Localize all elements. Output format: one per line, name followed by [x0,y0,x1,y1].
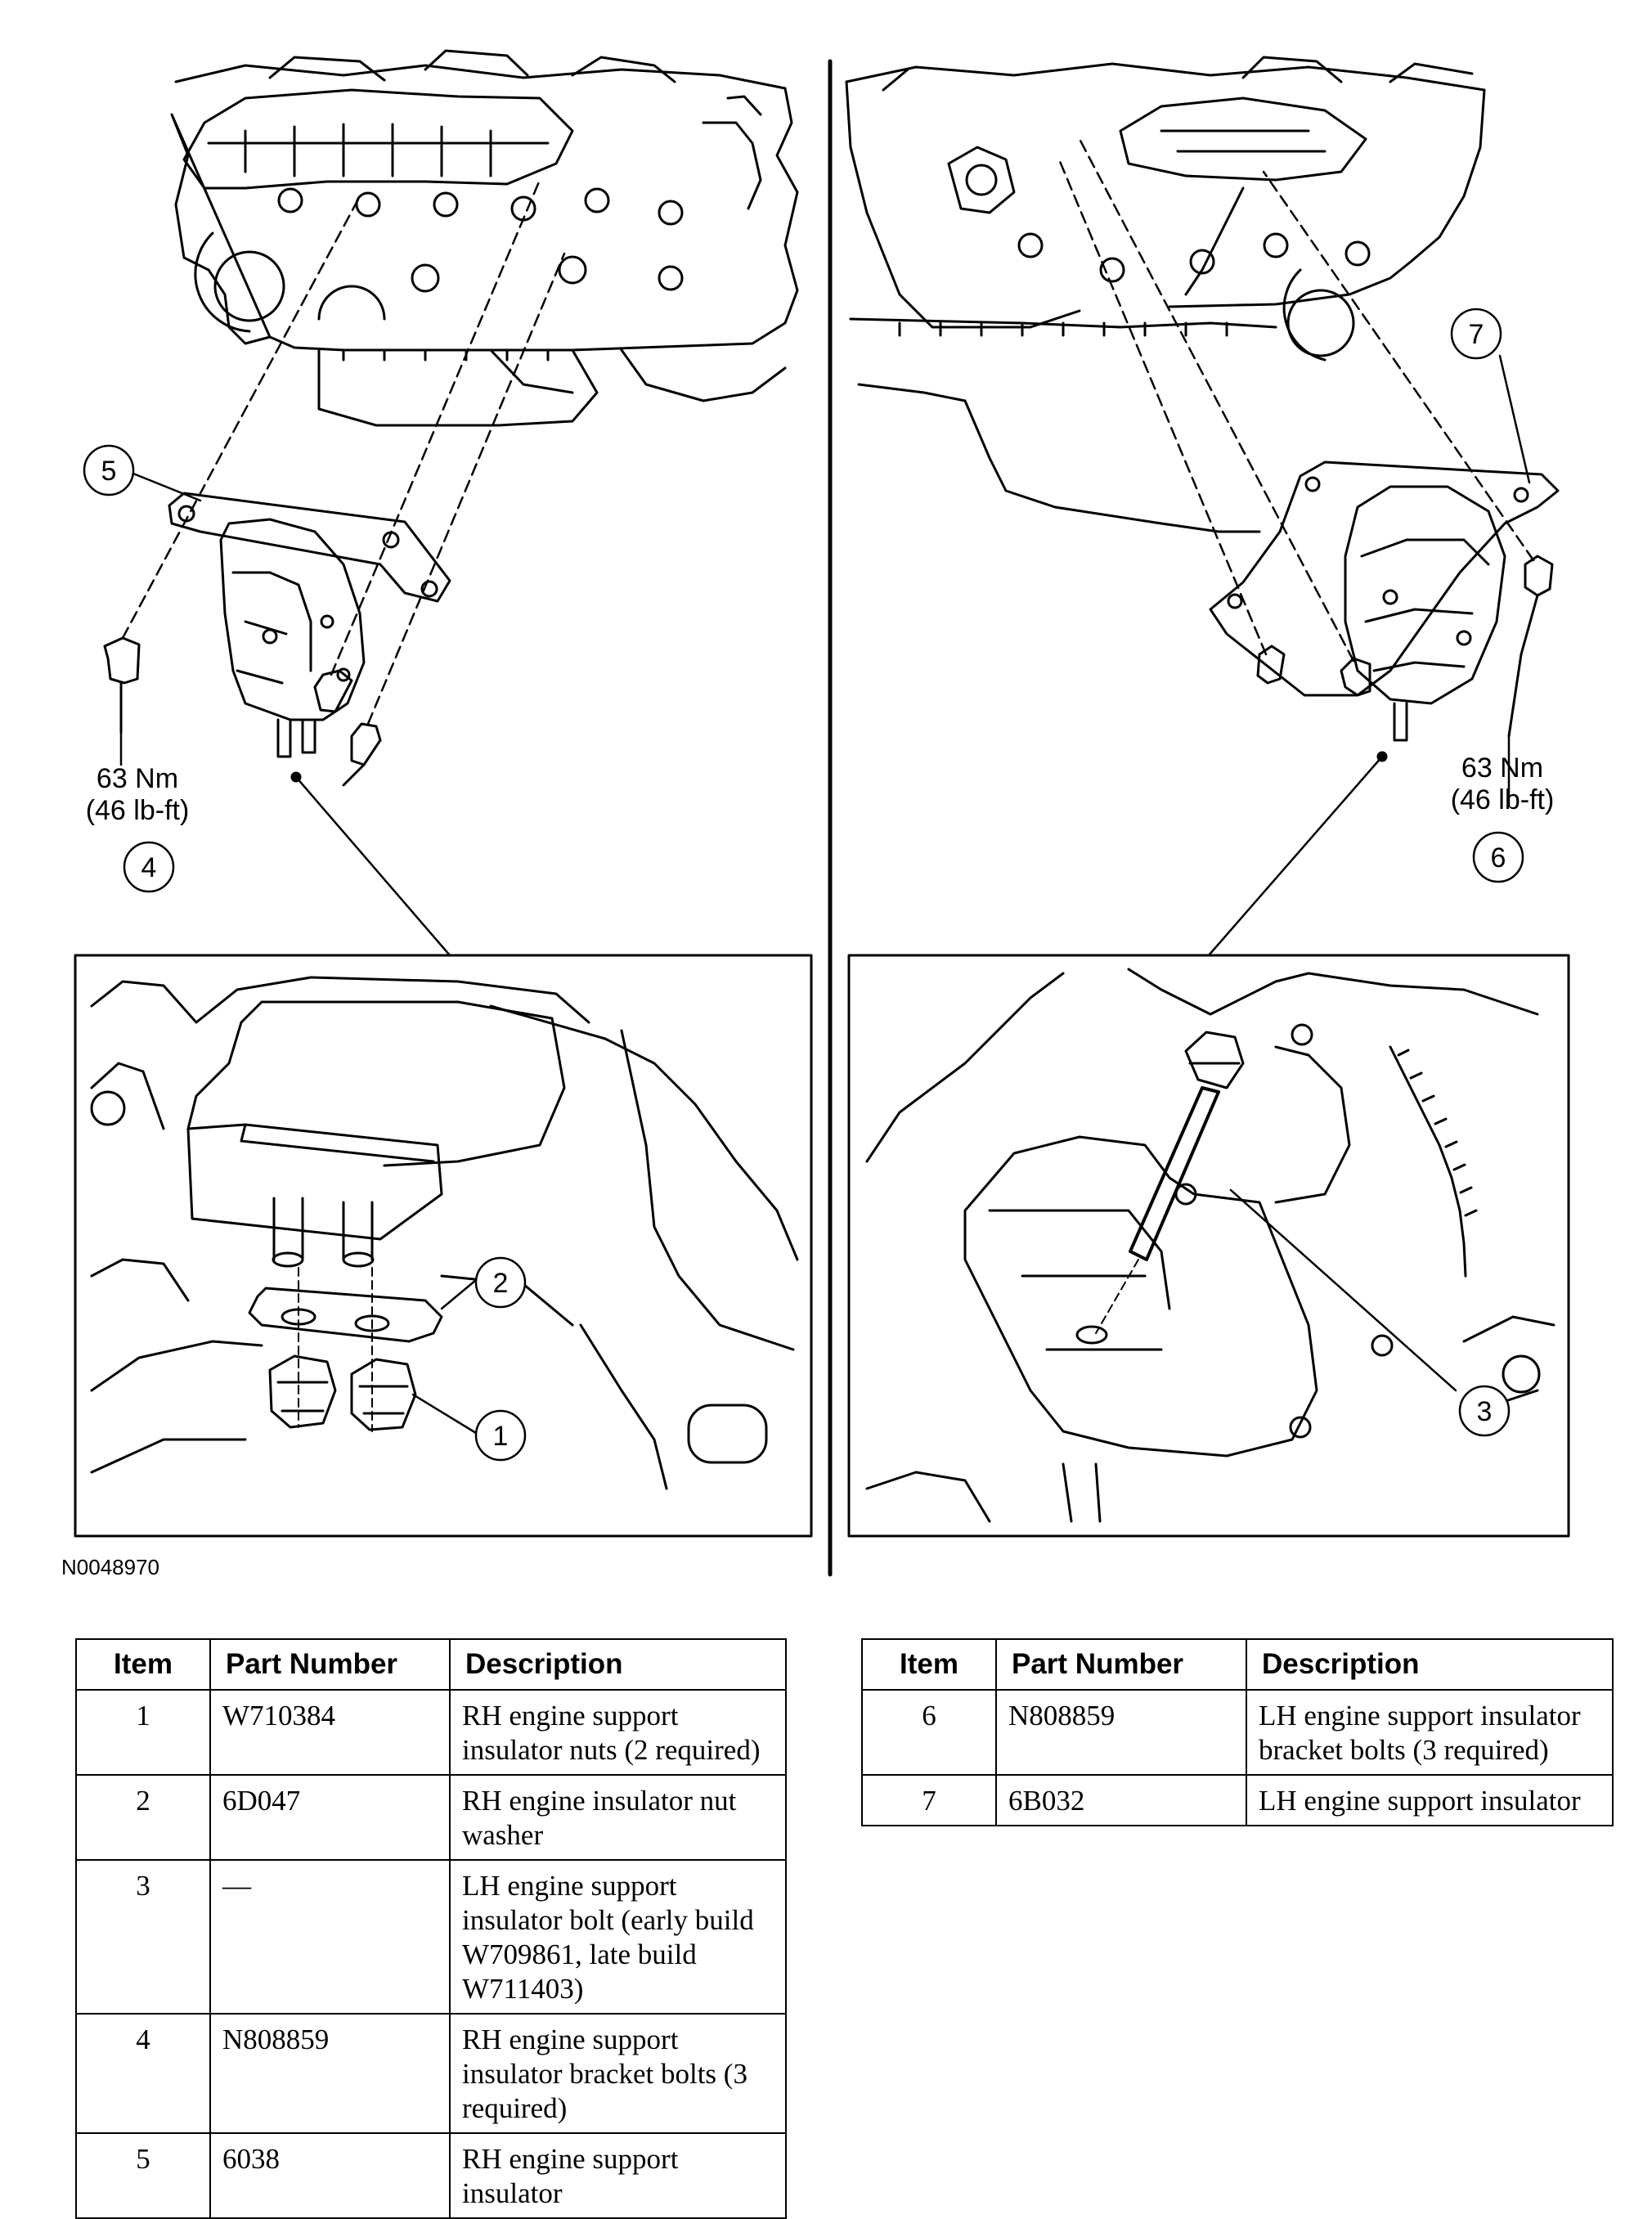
row-description: LH engine support insulator bracket bolt… [1246,1689,1614,1776]
callout-6: 6 [1491,842,1506,874]
parts-table-right: Item Part Number Description 6 N808859 L… [861,1638,1614,1826]
row-item: 2 [75,1774,211,1861]
table-header-row: Item Part Number Description [75,1638,787,1691]
rh-detail-view [74,954,813,1538]
callout-1: 1 [493,1421,509,1452]
lh-bracket-bolts [1256,555,1554,738]
torque-left-imperial: (46 lb-ft) [86,795,190,826]
callout-6-circle [1472,831,1524,883]
row-part-number: 6038 [209,2132,451,2219]
callout-3: 3 [1477,1396,1493,1427]
table-row: 1 W710384 RH engine support insulator nu… [75,1689,787,1776]
torque-left-metric: 63 Nm [97,763,178,794]
callout-7: 7 [1469,319,1484,350]
torque-right-metric: 63 Nm [1461,752,1543,784]
header-item: Item [75,1638,211,1691]
lh-insulator-bracket [1209,460,1560,742]
table-header-row: Item Part Number Description [861,1638,1614,1691]
header-part-number: Part Number [995,1638,1247,1691]
row-part-number: N808859 [209,2013,451,2134]
row-item: 7 [861,1774,997,1826]
torque-right-imperial: (46 lb-ft) [1451,784,1555,815]
rh-insulator-bracket [168,492,451,758]
row-item: 6 [861,1689,997,1776]
row-item: 5 [75,2132,211,2219]
header-part-number: Part Number [209,1638,451,1691]
callout-3-circle [1458,1385,1511,1437]
table-row: 4 N808859 RH engine support insulator br… [75,2013,787,2134]
row-item: 1 [75,1689,211,1776]
row-description: RH engine support insulator nuts (2 requ… [449,1689,787,1776]
row-part-number: 6D047 [209,1774,451,1861]
callout-1-circle [474,1409,527,1462]
rh-bracket-bolts [103,636,382,787]
row-part-number: N808859 [995,1689,1247,1776]
engine-mount-diagram: 5 4 7 6 2 1 3 63 Nm (46 lb-ft) 63 Nm (46… [61,49,1570,1579]
rh-engine-illustration [170,49,799,427]
callout-5: 5 [101,456,117,487]
row-description: LH engine support insulator bolt (early … [449,1859,787,2015]
table-row: 6 N808859 LH engine support insulator br… [861,1689,1614,1776]
row-part-number: W710384 [209,1689,451,1776]
header-description: Description [449,1638,787,1691]
callout-2: 2 [493,1268,509,1299]
figure-code: N0048970 [61,1555,159,1579]
row-item: 3 [75,1859,211,2015]
callout-4: 4 [141,852,157,883]
lh-detail-view [847,954,1570,1538]
header-description: Description [1246,1638,1614,1691]
row-description: RH engine insulator nut washer [449,1774,787,1861]
parts-table-left: Item Part Number Description 1 W710384 R… [75,1638,787,2219]
table-row: 3 — LH engine support insulator bolt (ea… [75,1859,787,2015]
row-part-number: 6B032 [995,1774,1247,1826]
callout-2-circle [474,1256,527,1309]
callout-5-circle [83,444,135,496]
lh-engine-illustration [845,56,1486,533]
row-part-number: — [209,1859,451,2015]
table-row: 5 6038 RH engine support insulator [75,2132,787,2219]
callout-7-circle [1450,308,1502,360]
table-row: 7 6B032 LH engine support insulator [861,1774,1614,1826]
row-description: RH engine support insulator bracket bolt… [449,2013,787,2134]
callout-4-circle [123,841,175,893]
row-description: LH engine support insulator [1246,1774,1614,1826]
row-item: 4 [75,2013,211,2134]
row-description: RH engine support insulator [449,2132,787,2219]
header-item: Item [861,1638,997,1691]
table-row: 2 6D047 RH engine insulator nut washer [75,1774,787,1861]
